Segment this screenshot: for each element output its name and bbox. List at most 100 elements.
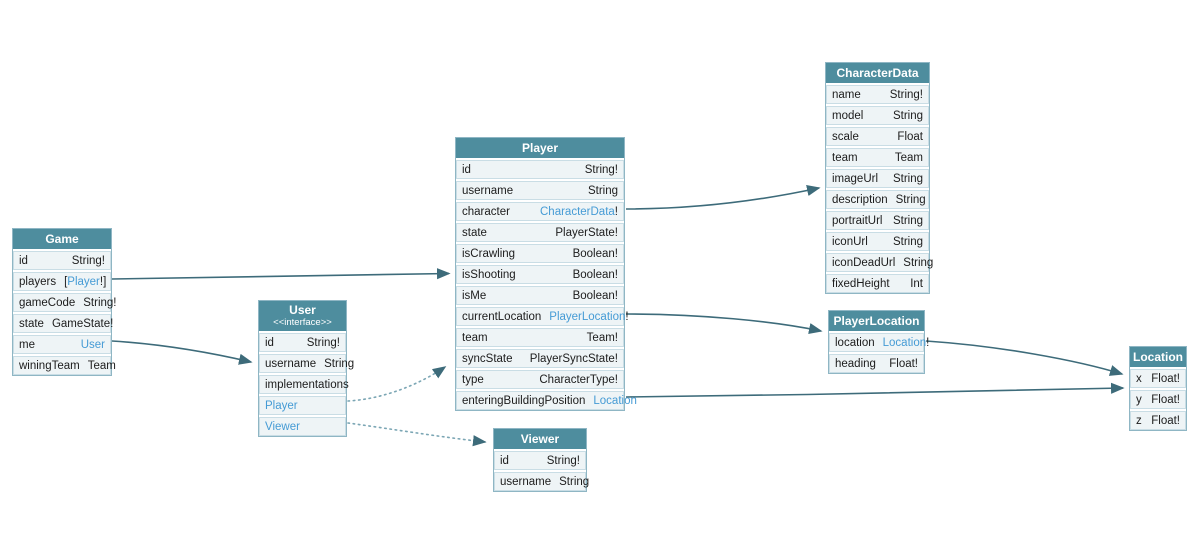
- type-link[interactable]: PlayerLocation: [549, 310, 626, 323]
- field-row-player-state[interactable]: state PlayerState!: [456, 223, 624, 242]
- field-name: gameCode: [19, 296, 76, 309]
- edge-game-players-to-player: [111, 268, 451, 280]
- field-name: fixedHeight: [832, 277, 890, 290]
- field-name: iconDeadUrl: [832, 256, 896, 269]
- field-row-game-state[interactable]: state GameState!: [13, 314, 114, 333]
- field-type[interactable]: User: [81, 339, 105, 351]
- field-type: GameState!: [51, 317, 114, 330]
- field-name: team: [832, 151, 858, 164]
- field-type: Int: [910, 277, 923, 290]
- field-name: y: [1136, 393, 1142, 406]
- type-link[interactable]: Location: [593, 394, 637, 407]
- table-header-user[interactable]: User<<interface>>: [259, 301, 346, 331]
- field-type: Boolean!: [572, 268, 618, 281]
- implementation-link[interactable]: Player: [265, 399, 298, 412]
- field-name: state: [462, 226, 487, 239]
- field-type[interactable]: PlayerLocation!: [549, 310, 629, 323]
- table-header-viewer[interactable]: Viewer: [494, 429, 586, 449]
- field-name: players: [19, 275, 57, 288]
- edge-user-impl-viewer: [347, 422, 487, 447]
- implementation-link[interactable]: Viewer: [265, 420, 300, 433]
- field-name: z: [1136, 414, 1142, 427]
- field-name: id: [462, 163, 471, 176]
- field-name: type: [462, 373, 484, 386]
- field-row-player-character[interactable]: character CharacterData!: [456, 202, 624, 221]
- table-header-characterData[interactable]: CharacterData: [826, 63, 929, 83]
- field-name: model: [832, 109, 864, 122]
- field-row-playerLocation-location[interactable]: location Location!: [829, 333, 929, 352]
- table-title: Location: [1133, 349, 1183, 364]
- type-link[interactable]: Location: [882, 336, 927, 349]
- field-type[interactable]: CharacterData!: [540, 205, 618, 218]
- table-header-playerLocation[interactable]: PlayerLocation: [829, 311, 924, 331]
- field-type: String: [892, 235, 923, 248]
- type-link[interactable]: User: [80, 338, 105, 351]
- field-type[interactable]: Location: [593, 395, 636, 407]
- field-row-user-implementations[interactable]: implementations: [259, 375, 349, 394]
- table-header-game[interactable]: Game: [13, 229, 111, 249]
- field-name: location: [835, 336, 875, 349]
- field-type: String!: [306, 336, 340, 349]
- type-link[interactable]: CharacterData: [540, 205, 615, 218]
- table-header-player[interactable]: Player: [456, 138, 624, 158]
- field-type: Boolean!: [572, 247, 618, 260]
- field-type: String: [903, 256, 934, 269]
- field-row-characterData-fixedHeight[interactable]: fixedHeight Int: [826, 274, 929, 293]
- field-type: Float!: [1151, 414, 1180, 427]
- edge-game-me-to-user: [111, 340, 253, 365]
- field-type: Team!: [586, 331, 618, 344]
- field-row-user-Viewer[interactable]: Viewer: [259, 417, 346, 436]
- field-row-characterData-iconDeadUrl[interactable]: iconDeadUrl String: [826, 253, 933, 272]
- field-name: name: [832, 88, 861, 101]
- type-link[interactable]: Player: [67, 275, 100, 288]
- field-type[interactable]: Location!: [882, 336, 930, 349]
- field-name: isMe: [462, 289, 487, 302]
- field-name: state: [19, 317, 44, 330]
- field-name: portraitUrl: [832, 214, 883, 227]
- field-name: id: [19, 254, 28, 267]
- field-name: character: [462, 205, 510, 218]
- field-type: PlayerState!: [555, 226, 618, 239]
- field-row-game-players[interactable]: players [Player!]: [13, 272, 111, 291]
- edge-user-impl-player: [347, 366, 447, 402]
- field-row-user-Player[interactable]: Player: [259, 396, 346, 415]
- field-name: username: [500, 475, 552, 488]
- edge-playerlocation-location-to-location: [925, 340, 1124, 376]
- field-type: String: [895, 193, 926, 206]
- table-header-location[interactable]: Location: [1130, 347, 1186, 367]
- field-row-location-z[interactable]: z Float!: [1130, 411, 1186, 430]
- field-type[interactable]: [Player!]: [64, 275, 107, 288]
